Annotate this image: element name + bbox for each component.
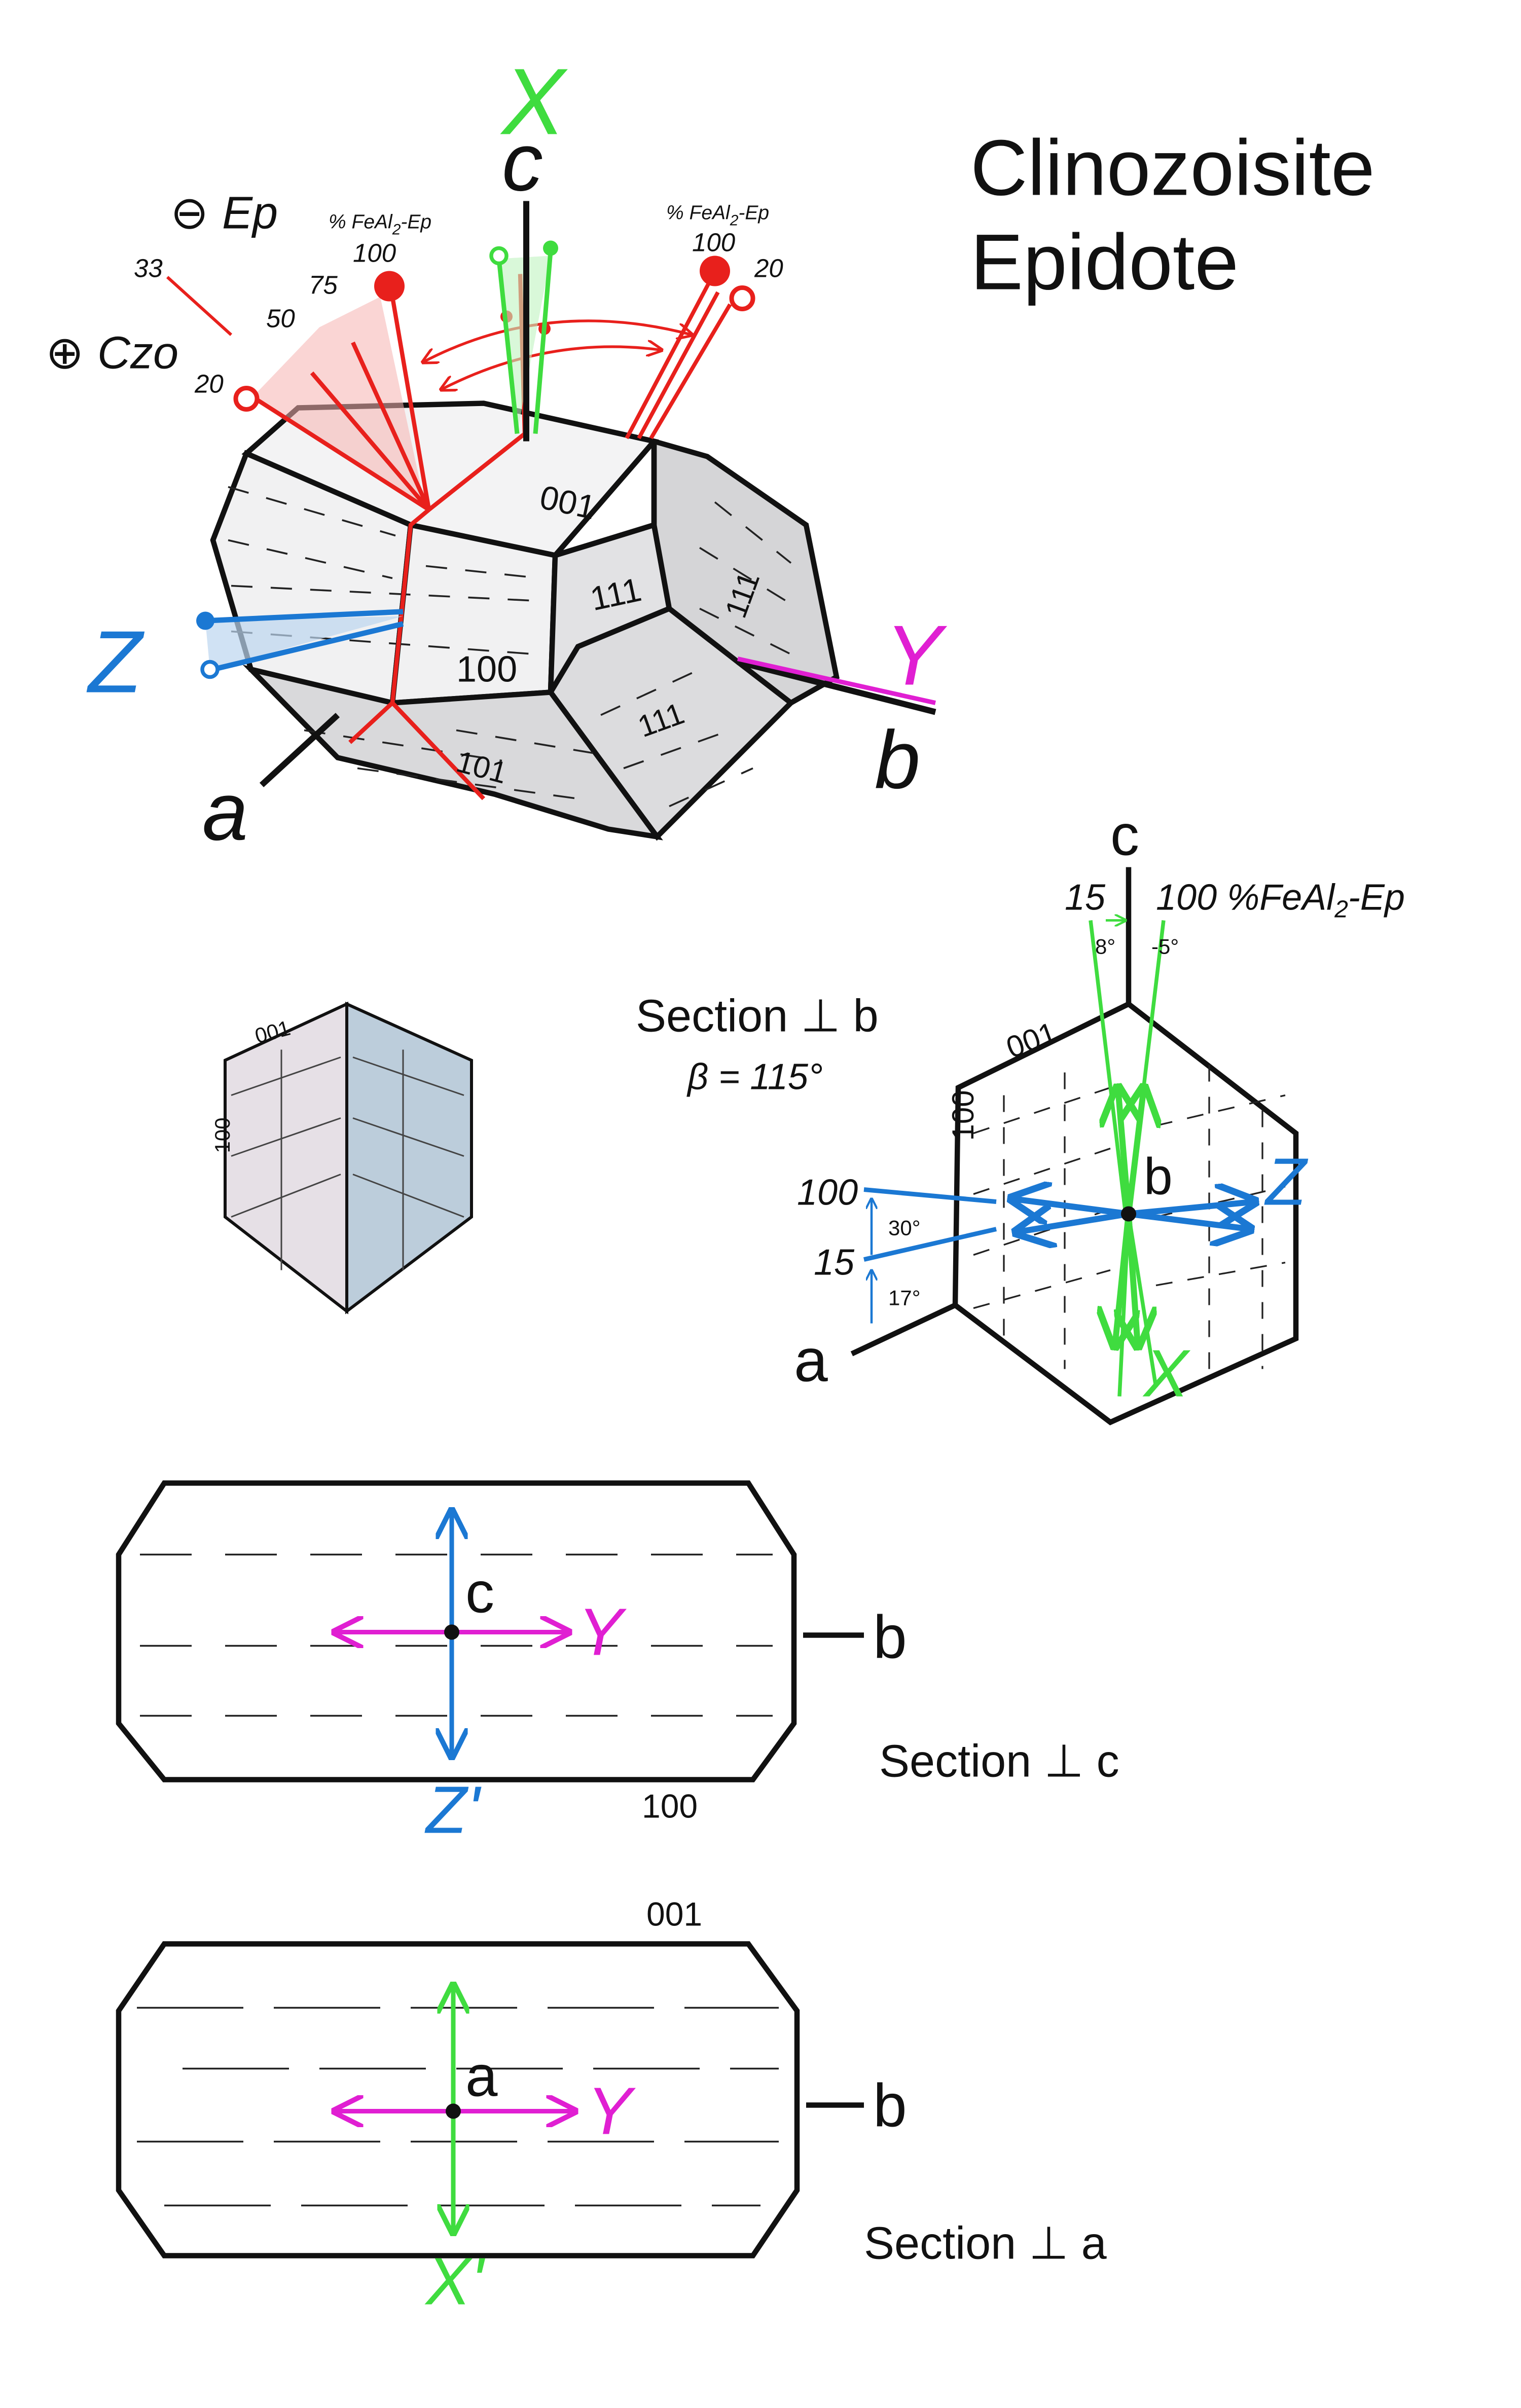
section-b-beta: β = 115°	[686, 1057, 823, 1098]
label-plus-czo: Czo	[97, 328, 178, 379]
z-axis-line-a	[205, 609, 404, 624]
section-b-face-100: 100	[946, 1090, 980, 1141]
label-a: a	[202, 766, 248, 858]
section-b-label-x: X	[1142, 1336, 1191, 1411]
label-minus-ep: Ep	[222, 188, 278, 239]
title-line-2: Epidote	[970, 218, 1239, 307]
scale-left-20: 20	[194, 370, 224, 398]
fe-20-point-left	[233, 385, 260, 412]
section-a-label-a: a	[465, 2045, 498, 2109]
section-c-title: Section ⊥ c	[879, 1736, 1119, 1787]
section-a-label-x: X'	[424, 2244, 485, 2319]
x-axis-line-a	[496, 259, 520, 434]
section-b-b-axis-point	[1121, 1206, 1136, 1222]
title-block: Clinozoisite Epidote	[970, 124, 1375, 307]
section-c-label-y: Y	[578, 1595, 627, 1669]
section-a-label-b: b	[873, 2072, 907, 2140]
cleavage-traces	[228, 486, 799, 808]
title-line-1: Clinozoisite	[970, 124, 1375, 212]
section-a-face-001: 001	[646, 1895, 702, 1933]
face-label-100: 100	[456, 649, 517, 690]
section-a-outline	[116, 1941, 800, 2258]
section-b-label-15-left: 15	[814, 1243, 855, 1283]
section-b-label-100-left: 100	[797, 1173, 858, 1213]
section-b-label-100-fe: 100 %FeAl2-Ep	[1156, 878, 1405, 923]
section-b-angle-17: 17°	[888, 1286, 921, 1310]
z-axis-line-b	[212, 621, 404, 672]
plus-symbol-icon: ⊕	[46, 328, 84, 379]
section-b-label-z: Z	[1264, 1145, 1309, 1219]
section-b-angle-30: 30°	[888, 1216, 921, 1240]
scale-left-50: 50	[266, 304, 295, 333]
section-b-z-line-15	[863, 1227, 997, 1262]
label-c: c	[502, 117, 543, 208]
minus-symbol-icon: ⊖	[170, 188, 208, 239]
y-axis-line	[737, 656, 936, 705]
fe-100-point-left	[374, 271, 405, 302]
section-c: c Y Z' b 100 Section ⊥ c	[116, 1480, 1119, 1847]
scale-left-75: 75	[309, 271, 338, 300]
section-c-label-c: c	[465, 1561, 494, 1625]
rotation-arrow-upper	[423, 319, 692, 362]
section-c-label-z: Z'	[424, 1773, 482, 1847]
section-c-face-100: 100	[642, 1787, 698, 1825]
fe-100-point-right	[700, 256, 730, 286]
scale-right-20: 20	[754, 254, 783, 283]
section-a: 001 a Y X' b Section ⊥ a	[116, 1895, 1107, 2319]
x-axis-line-b	[533, 251, 553, 434]
scale-left-33: 33	[134, 254, 163, 283]
prism-label-100: 100	[210, 1117, 234, 1153]
section-b-label-a: a	[794, 1327, 828, 1395]
label-b: b	[875, 714, 920, 806]
section-b-angle-8: 8°	[1095, 935, 1115, 959]
section-b: Section ⊥ b β = 115°	[636, 804, 1405, 1426]
label-x: X	[500, 50, 568, 155]
section-b-angle-5: -5°	[1151, 935, 1179, 959]
section-b-x-line-15	[1089, 920, 1128, 1214]
fe-20-point-right	[729, 285, 755, 311]
section-b-title: Section ⊥ b	[636, 991, 879, 1042]
a-axis-line	[259, 713, 340, 787]
rotation-arrow-lower	[441, 347, 662, 390]
label-y: Y	[885, 608, 948, 703]
section-b-label-b: b	[1144, 1148, 1173, 1206]
scale-right-100: 100	[692, 228, 735, 257]
fe-33-tick	[166, 276, 233, 336]
prism-right-panel	[345, 1001, 473, 1315]
section-b-z-line-100	[863, 1187, 997, 1204]
section-b-label-15: 15	[1065, 878, 1106, 918]
fe-label-right: % FeAl2-Ep	[666, 202, 769, 229]
section-b-label-c: c	[1110, 804, 1139, 868]
section-a-label-y: Y	[587, 2074, 636, 2148]
crystal-3d: c X a b Y Z ⊖ Ep ⊕ Czo % FeAl2-Ep % FeAl…	[46, 50, 948, 858]
small-prism: 001 100	[210, 1001, 473, 1315]
section-a-title: Section ⊥ a	[864, 2218, 1107, 2269]
b-axis-line	[737, 659, 936, 715]
label-z: Z	[86, 612, 145, 711]
fe-label-left: % FeAl2-Ep	[329, 211, 431, 238]
section-b-a-axis	[850, 1302, 957, 1357]
prism-left-panel	[224, 1001, 348, 1315]
scale-left-100: 100	[353, 239, 396, 268]
section-c-label-b: b	[873, 1603, 907, 1671]
